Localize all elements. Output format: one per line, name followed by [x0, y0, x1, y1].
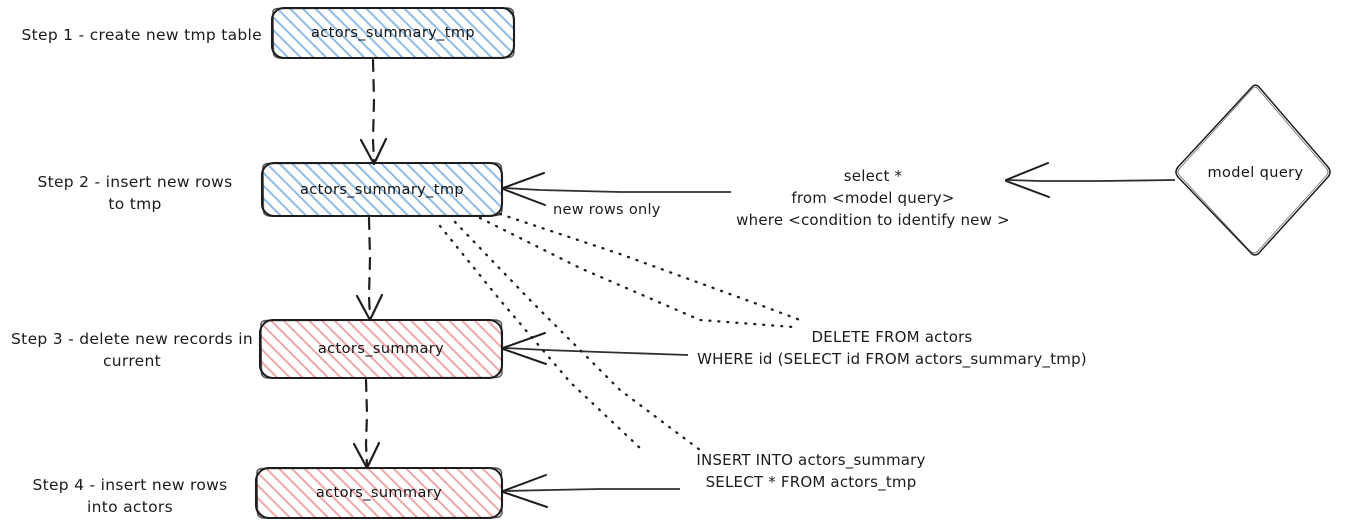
annotation-model-query-sql: select * from <model query> where <condi… — [736, 167, 1010, 229]
arrow-insert-sql-to-step4 — [502, 474, 680, 508]
arrow-delete-sql-to-step3 — [502, 332, 689, 365]
step-3-label: Step 3 - delete new records in current — [11, 330, 253, 371]
annotation-delete-sql: DELETE FROM actors WHERE id (SELECT id F… — [697, 328, 1087, 368]
annotation-new-rows-only: new rows only — [553, 202, 661, 218]
node-label-step1: actors_summary_tmp — [310, 25, 476, 41]
node-label-step3: actors_summary — [317, 341, 445, 357]
step-1-label: Step 1 - create new tmp table — [21, 26, 262, 44]
arrow-model-query-to-sql — [1005, 162, 1176, 198]
annotation-insert-sql: INSERT INTO actors_summary SELECT * FROM… — [696, 451, 926, 491]
arrow-step1-to-step2 — [359, 58, 388, 166]
dotted-link-step2-to-insert-sql — [438, 220, 702, 452]
node-label-step2: actors_summary_tmp — [299, 182, 465, 198]
arrow-step3-to-step4 — [352, 378, 381, 470]
node-label-step4: actors_summary — [315, 485, 443, 501]
arrow-step2-to-step3 — [355, 216, 384, 322]
model-query-label: model query — [1207, 165, 1304, 181]
step-4-label: Step 4 - insert new rows into actors — [32, 476, 228, 517]
step-2-label: Step 2 - insert new rows to tmp — [37, 173, 233, 214]
